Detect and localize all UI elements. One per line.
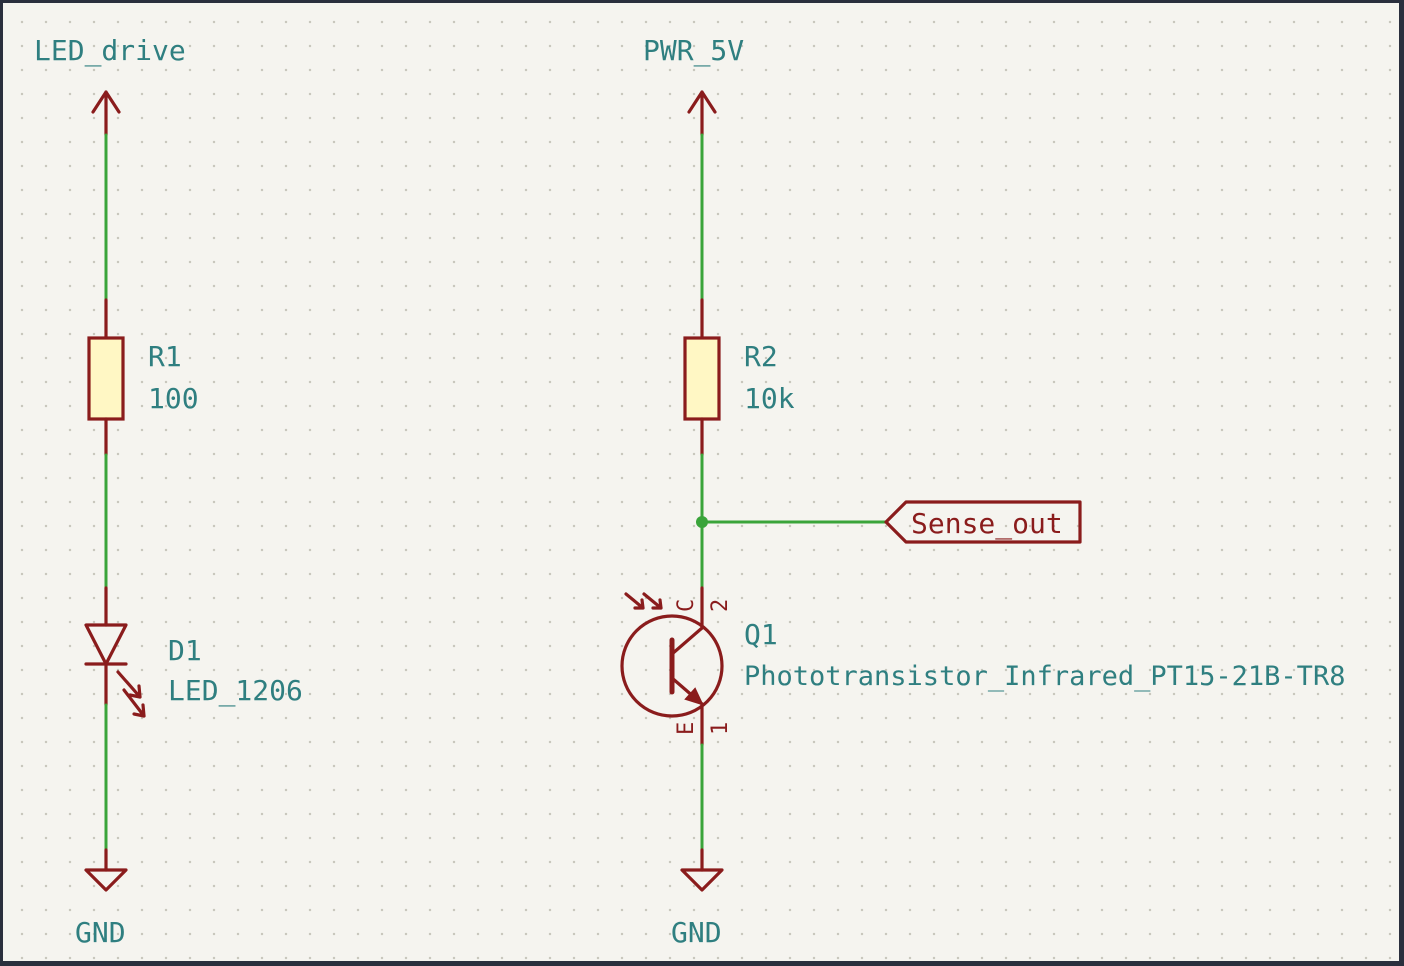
- gnd-symbol-left[interactable]: GND: [75, 848, 128, 949]
- led-drive-label: LED_drive: [34, 34, 186, 68]
- d1-reference: D1: [168, 634, 202, 667]
- schematic-svg: LED_drive R1 100 D1 LED_1206 GND PWR_5V: [34, 34, 1345, 949]
- q1-value: Phototransistor_Infrared_PT15-21B-TR8: [744, 661, 1345, 692]
- phototransistor-q1[interactable]: C 2 E 1 Q1 Phototransistor_Infrared_PT15…: [620, 586, 1345, 747]
- led-drive-power-symbol[interactable]: LED_drive: [34, 34, 186, 137]
- resistor-r2[interactable]: R2 10k: [683, 298, 795, 457]
- q1-reference: Q1: [744, 618, 778, 651]
- gnd-label-left: GND: [75, 916, 126, 949]
- q1-pin-c-name: C: [674, 599, 699, 612]
- r2-value: 10k: [744, 382, 795, 415]
- junction-dot: [696, 516, 708, 528]
- q1-pin-e-name: E: [674, 722, 699, 735]
- sense-out-label: Sense_out: [911, 507, 1063, 541]
- r2-reference: R2: [744, 340, 778, 373]
- resistor-r1[interactable]: R1 100: [87, 298, 199, 457]
- r1-value: 100: [148, 382, 199, 415]
- schematic-canvas[interactable]: LED_drive R1 100 D1 LED_1206 GND PWR_5V: [3, 3, 1399, 961]
- q1-pin-e-number: 1: [708, 722, 733, 735]
- gnd-symbol-right[interactable]: GND: [671, 848, 724, 949]
- gnd-label-right: GND: [671, 916, 722, 949]
- d1-value: LED_1206: [168, 674, 303, 708]
- pwr-5v-power-symbol[interactable]: PWR_5V: [643, 34, 744, 137]
- led-d1[interactable]: D1 LED_1206: [84, 586, 303, 718]
- hierarchical-label-sense-out[interactable]: Sense_out: [884, 500, 1082, 544]
- r1-reference: R1: [148, 340, 182, 373]
- pwr-5v-label: PWR_5V: [643, 34, 744, 68]
- q1-pin-c-number: 2: [708, 599, 733, 612]
